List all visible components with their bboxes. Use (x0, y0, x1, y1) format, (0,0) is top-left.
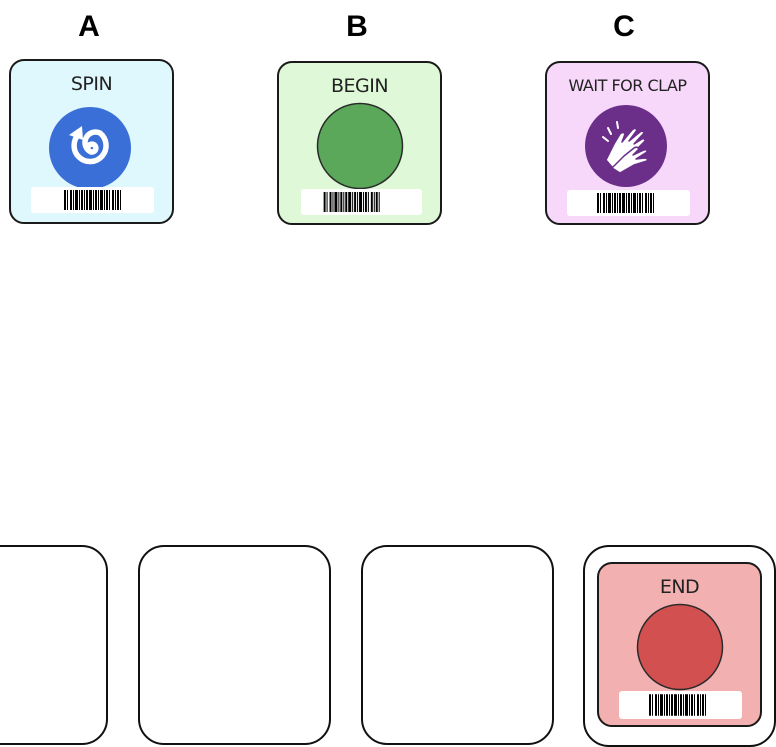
card-spin[interactable]: SPIN (9, 59, 174, 224)
option-letter-c: C (613, 10, 635, 43)
empty-slot-1[interactable] (0, 545, 108, 745)
barcode (301, 189, 422, 215)
barcode (31, 187, 154, 213)
option-letter-a: A (78, 10, 100, 43)
red-circle-icon (636, 603, 724, 691)
card-end[interactable]: END (597, 562, 762, 727)
end-slot[interactable]: END (583, 545, 776, 747)
card-label-begin: BEGIN (330, 75, 389, 97)
clap-hands-icon (585, 105, 667, 187)
spin-arrow-icon (49, 107, 131, 189)
empty-slot-2[interactable] (138, 545, 331, 745)
card-label-wait-for-clap: WAIT FOR CLAP (568, 76, 687, 95)
card-label-spin: SPIN (70, 73, 113, 95)
barcode (567, 190, 690, 216)
green-circle-icon (316, 102, 404, 190)
card-label-end: END (659, 576, 700, 598)
option-letter-b: B (346, 10, 368, 43)
empty-slot-3[interactable] (361, 545, 554, 745)
card-wait-for-clap[interactable]: WAIT FOR CLAP (545, 61, 710, 225)
card-begin[interactable]: BEGIN (277, 61, 442, 225)
barcode (619, 691, 742, 719)
